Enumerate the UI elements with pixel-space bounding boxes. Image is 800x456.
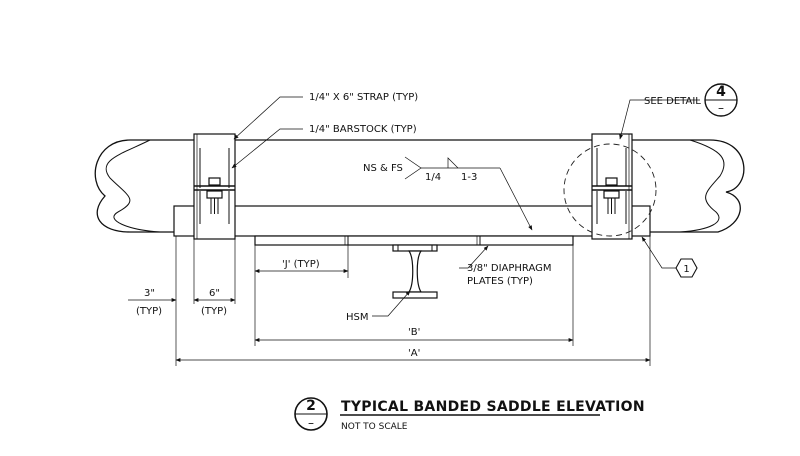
hsm-label: HSM [346,312,369,323]
dim-b-label: 'B' [408,327,420,338]
dim-a-label: 'A' [408,348,420,359]
weld-pitch: 1-3 [461,172,477,183]
callout-see-detail: SEE DETAIL 4 – [619,83,738,140]
strap-callout: 1/4" X 6" STRAP (TYP) [309,92,418,103]
callout-hsm: HSM [346,290,411,323]
callout-barstock: 1/4" BARSTOCK (TYP) [231,124,417,169]
dim-j-label: 'J' (TYP) [282,259,320,270]
hsm-beam [392,244,438,299]
dim-left-offset: 3" [144,288,155,299]
title-detail-symbol: 2 – [294,397,328,431]
detail-circle [563,143,657,237]
title-block: 2 – TYPICAL BANDED SADDLE ELEVATION NOT … [294,397,645,432]
drawing-title: TYPICAL BANDED SADDLE ELEVATION [341,399,645,415]
detail-ref-sheet: – [718,101,724,115]
see-detail-label: SEE DETAIL [644,96,701,107]
saddle-base-plate [173,205,651,237]
item-tag[interactable]: 1 [641,236,698,278]
dim-strap-width: 6" [209,288,220,299]
callout-strap: 1/4" X 6" STRAP (TYP) [233,92,418,140]
detail-ref-number: 4 [716,84,726,100]
strap-left [193,133,236,240]
weld-symbol: NS & FS 1/4 1-3 [363,156,533,231]
barstock-callout: 1/4" BARSTOCK (TYP) [309,124,417,135]
item-tag-number: 1 [683,264,689,275]
title-sheet-ref: – [308,416,314,430]
scale-note: NOT TO SCALE [341,422,408,432]
weld-size: 1/4 [425,172,441,183]
title-detail-number: 2 [306,398,316,414]
diaphragm-callout-line1: 3/8" DIAPHRAGM [467,263,552,274]
detail-reference-symbol[interactable]: 4 – [704,83,738,117]
dimension-lines: 'J' (TYP) 3" (TYP) 6" (TYP) 'B' 'A' [128,236,651,366]
strap-right [591,133,633,240]
weld-sides-label: NS & FS [363,163,403,174]
diaphragm-plates [254,235,574,246]
dim-left-offset-note: (TYP) [136,306,162,317]
diaphragm-callout-line2: PLATES (TYP) [467,276,533,287]
dim-strap-width-note: (TYP) [201,306,227,317]
callout-diaphragm: 3/8" DIAPHRAGM PLATES (TYP) [459,245,552,287]
